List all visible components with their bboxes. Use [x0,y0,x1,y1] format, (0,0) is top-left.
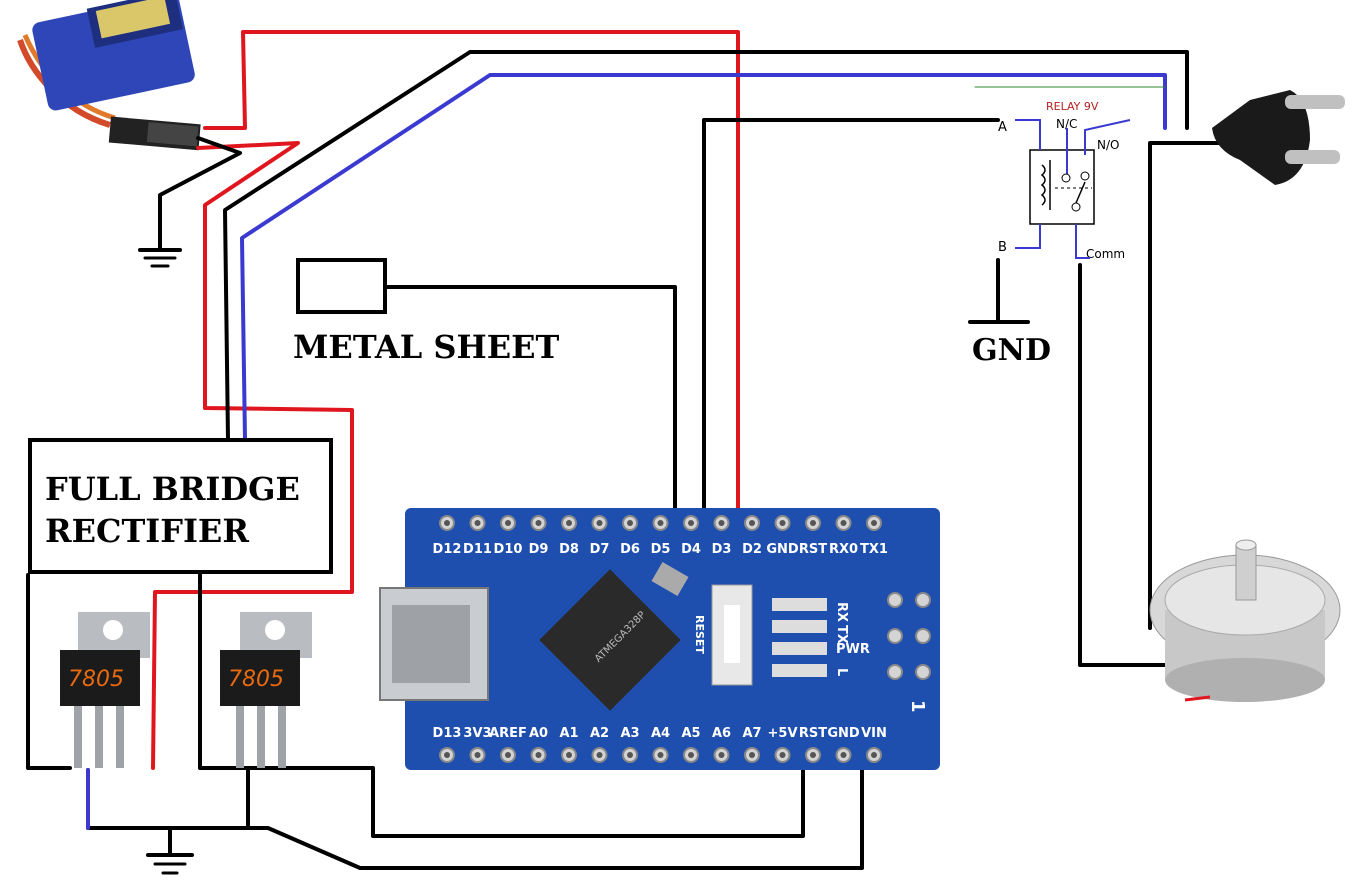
power-plug [1212,90,1345,185]
metal-sheet-label: METAL SHEET [293,328,559,366]
pin-label: +5V [768,726,798,741]
gnd-label: GND [972,333,1051,368]
servo-motor [17,0,201,151]
side-number: 1 [907,700,928,713]
pin-label: D5 [651,542,671,557]
relay-comm-label: Comm [1086,247,1125,261]
wire-red-d3 [203,30,740,522]
microcontroller-chip [539,569,681,711]
pin-label: D3 [712,542,732,557]
relay-no-label: N/O [1097,138,1119,152]
pin-label: RST [799,542,827,557]
pin-label: D6 [620,542,640,557]
icsp-pin [915,592,931,608]
led-label-l: L [834,668,849,676]
pin-label: A2 [590,726,609,741]
icsp-pin [915,664,931,680]
led-label-rx: RX [834,602,849,622]
side-pin-row [887,592,931,680]
pin-label: D7 [590,542,610,557]
led-label-pwr: PWR [836,642,870,657]
relay-a-label: A [998,120,1007,135]
icsp-pin [887,628,903,644]
rectifier-label-1: FULL BRIDGE [45,470,300,508]
relay-nc-label: N/C [1056,117,1077,131]
metal-sheet-box [296,258,387,314]
pin-label: D9 [529,542,549,557]
status-leds [772,598,827,677]
relay-body [1029,149,1095,225]
pin-label: 3V3 [463,726,491,741]
rectifier-label-2: RECTIFIER [45,512,249,550]
regulator-2-label: 7805 [228,667,284,692]
wire-black-d5-sheet [383,285,677,522]
pin-label: D8 [559,542,579,557]
pin-label: A4 [651,726,670,741]
pin-label: D10 [494,542,523,557]
regulator-1: 7805 [60,612,150,768]
wire-black-gnd-bus [26,573,72,770]
pin-label: A0 [529,726,548,741]
relay-b-label: B [998,240,1007,255]
synchronous-motor [1149,539,1341,702]
reset-label: RESET [693,615,706,654]
icsp-pin [887,664,903,680]
pin-label: RX0 [829,542,858,557]
pin-label: A7 [742,726,761,741]
wire-blue [240,73,1167,442]
pin-label: D4 [681,542,701,557]
relay-title: RELAY 9V [1046,100,1099,113]
icsp-pin [915,628,931,644]
wire-black-comm-motor [1078,263,1167,667]
wire-black-plug-motor [1148,141,1227,630]
pin-label: RST [799,726,827,741]
pin-label: A1 [559,726,578,741]
wire-black-servo-gnd [158,136,242,252]
pin-label: A6 [712,726,731,741]
regulator-2: 7805 [220,612,312,768]
pin-label: A5 [681,726,700,741]
rectifier-box [28,438,333,574]
pin-label: D12 [433,542,462,557]
wires [26,30,1227,875]
wire-black-5v [198,568,805,838]
pin-label: D13 [433,726,462,741]
pin-label: GND [827,726,860,741]
pin-label: A3 [620,726,639,741]
pin-label: AREF [489,726,527,741]
pin-label: D11 [463,542,492,557]
relay: RELAY 9V N/C N/O A B Comm [998,100,1131,261]
pin-label: GND [766,542,799,557]
led-label-tx: TX [834,625,849,644]
pin-label: D2 [742,542,762,557]
pin-label: TX1 [860,542,888,557]
wire-black-plug [223,50,1189,442]
icsp-pin [887,592,903,608]
wire-red-servo [151,141,354,770]
wire-black-d4-relay [702,118,1000,522]
pin-label: VIN [861,726,887,741]
regulator-1-label: 7805 [68,667,124,692]
